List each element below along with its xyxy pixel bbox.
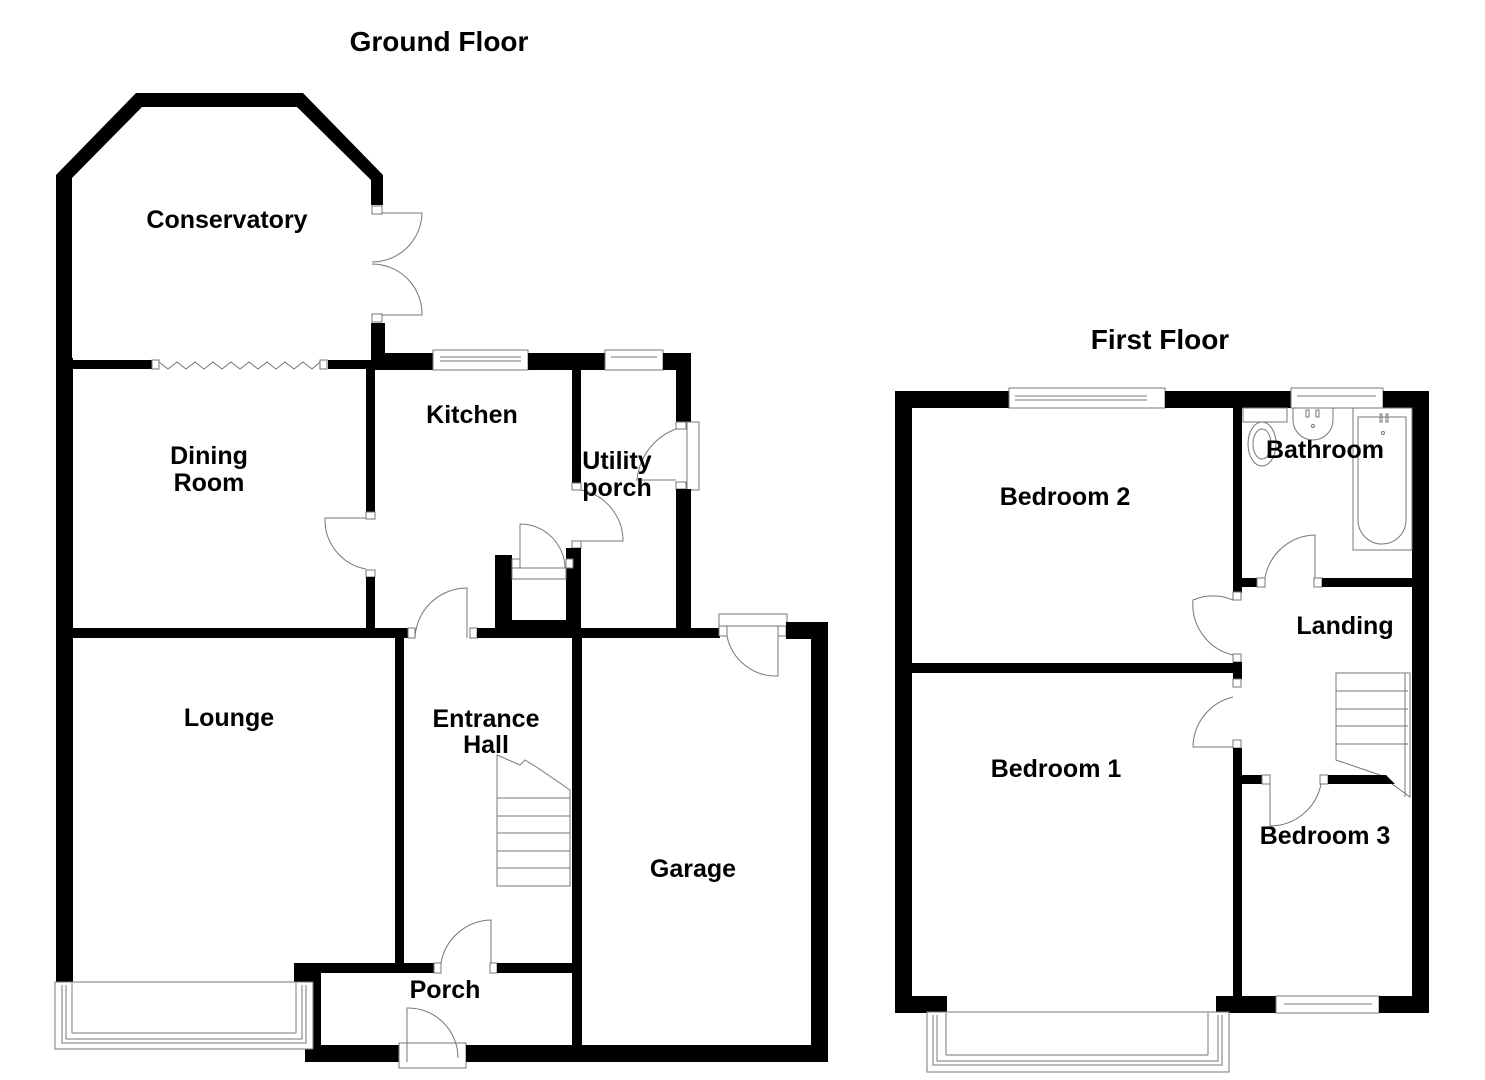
wall-segment (366, 577, 375, 632)
room-label-lounge: Lounge (184, 704, 274, 732)
porch-inner-door-swing (440, 919, 492, 964)
first-floor-title: First Floor (1091, 324, 1230, 355)
wall-segment (895, 391, 912, 1013)
toilet-icon (1242, 407, 1288, 467)
kitchen-utility-door-swing (580, 489, 624, 542)
sink-icon (1292, 408, 1334, 441)
first-floor-plan: Bedroom 2 Bathroom Landing Bedroom 1 Bed… (895, 387, 1429, 1073)
staircase-icon (1335, 672, 1411, 798)
room-label-utility-porch-2: porch (582, 474, 651, 502)
wall-segment (566, 548, 581, 634)
wall-segment (572, 370, 581, 483)
utility-window (604, 349, 664, 371)
conservatory-door-swing (371, 263, 423, 316)
wall-segment (294, 963, 434, 973)
bifold-door-icon (158, 361, 321, 370)
wall-segment (1412, 391, 1429, 1013)
wall-segment (328, 360, 373, 369)
wall-segment (1322, 578, 1412, 587)
wall-segment (676, 489, 691, 637)
dining-door-swing (324, 517, 367, 570)
room-label-dining-room-2: Room (174, 469, 245, 497)
wall-segment (477, 628, 720, 638)
bedroom2-door-swing (1192, 595, 1234, 656)
wall-segment (811, 622, 828, 1062)
bedroom1-door-swing (1192, 696, 1234, 748)
ground-floor-title: Ground Floor (350, 26, 529, 57)
wall-segment (56, 628, 408, 638)
cupboard-door-swing (519, 523, 566, 569)
wall-segment (495, 555, 512, 634)
wall-segment (56, 358, 73, 983)
wall-segment (912, 663, 1242, 673)
conservatory-door-swing (371, 212, 423, 263)
bedroom2-window (1008, 387, 1166, 409)
room-label-garage: Garage (650, 855, 736, 883)
room-label-bedroom-1: Bedroom 1 (991, 755, 1122, 783)
wall-segment (1233, 748, 1242, 1013)
staircase-icon (496, 754, 571, 887)
wall-segment (895, 996, 947, 1013)
wall-segment (395, 636, 404, 969)
wall-segment (1242, 775, 1262, 784)
room-label-entrance-hall: Entrance (433, 705, 540, 733)
wall-segment (1242, 578, 1257, 587)
wall-segment (497, 963, 577, 973)
wall-segment (72, 360, 152, 369)
room-label-utility-porch: Utility (582, 447, 652, 475)
bathroom-door-swing (1264, 534, 1316, 579)
wall-segment (1379, 996, 1429, 1013)
front-door-frame (398, 1042, 467, 1069)
room-label-bedroom-2: Bedroom 2 (1000, 483, 1131, 511)
bedroom1-bay-window (926, 1011, 1230, 1073)
utility-door-swing (636, 428, 677, 481)
wall-segment (528, 353, 605, 370)
wall-segment (1216, 996, 1276, 1013)
room-label-entrance-hall-2: Hall (463, 731, 509, 759)
wall-segment (676, 353, 691, 423)
wall-segment (466, 1045, 828, 1062)
room-label-dining-room: Dining (170, 442, 248, 470)
wall-segment (572, 636, 582, 1048)
bathroom-window (1290, 387, 1384, 409)
wall-segment (305, 1045, 400, 1062)
front-door-swing (406, 1007, 459, 1062)
room-label-bathroom: Bathroom (1266, 436, 1384, 464)
room-label-porch: Porch (410, 976, 481, 1004)
wall-segment (371, 353, 433, 370)
wall-segment (895, 391, 1009, 408)
wall-segment (366, 360, 375, 512)
kitchen-window (432, 349, 529, 371)
hall-kitchen-door-swing (414, 587, 468, 639)
room-label-kitchen: Kitchen (426, 401, 518, 429)
room-label-bedroom-3: Bedroom 3 (1260, 822, 1391, 850)
bathtub-icon (1352, 407, 1413, 551)
bedroom3-door-swing (1269, 783, 1322, 827)
room-label-landing: Landing (1296, 612, 1393, 640)
ground-floor-plan: Conservatory Dining Room Kitchen Utility… (54, 93, 828, 1069)
wall-segment (1165, 391, 1291, 408)
wall-segment (1233, 662, 1242, 679)
wall-segment (1233, 408, 1242, 593)
wall-segment (1328, 775, 1395, 784)
room-label-conservatory: Conservatory (146, 206, 307, 234)
garage-door-swing (726, 626, 779, 677)
lounge-bay-window (54, 981, 314, 1050)
